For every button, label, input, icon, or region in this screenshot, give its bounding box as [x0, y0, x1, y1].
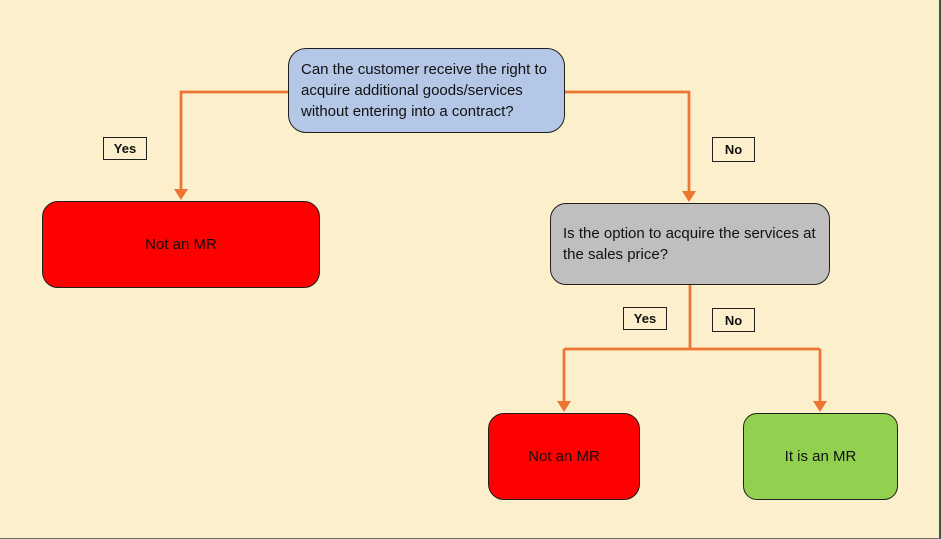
arrowhead-no-top — [682, 191, 696, 202]
decision-node-contract: Can the customer receive the right to ac… — [288, 48, 565, 133]
outcome-node-not-mr-left-text: Not an MR — [145, 235, 217, 253]
arrowhead-no-bottom — [813, 401, 827, 412]
outcome-node-it-is-mr: It is an MR — [743, 413, 898, 500]
connector-bottom-split — [562, 285, 822, 402]
connector-yes-top — [179, 90, 288, 190]
edge-label-yes-bottom-text: Yes — [633, 311, 657, 326]
outcome-node-not-mr-bottom: Not an MR — [488, 413, 640, 500]
outcome-node-it-is-mr-text: It is an MR — [784, 447, 857, 465]
decision-node-contract-text: Can the customer receive the right to ac… — [301, 60, 547, 121]
connector-no-top — [565, 90, 691, 192]
decision-node-sales-price-text: Is the option to acquire the services at… — [563, 224, 816, 263]
outcome-node-not-mr-left: Not an MR — [42, 201, 320, 288]
edge-label-yes-top: Yes — [103, 137, 147, 160]
edge-label-no-bottom-text: No — [724, 312, 743, 328]
edge-label-no-bottom: No — [712, 308, 755, 332]
decision-node-sales-price: Is the option to acquire the services at… — [550, 203, 830, 285]
edge-label-no-top-text: No — [724, 142, 743, 157]
arrowhead-yes-top — [174, 189, 188, 200]
edge-label-yes-top-text: Yes — [113, 141, 137, 156]
arrowhead-yes-bottom — [557, 401, 571, 412]
outcome-node-not-mr-bottom-text: Not an MR — [528, 447, 600, 465]
edge-label-yes-bottom: Yes — [623, 307, 667, 330]
edge-label-no-top: No — [712, 137, 755, 162]
